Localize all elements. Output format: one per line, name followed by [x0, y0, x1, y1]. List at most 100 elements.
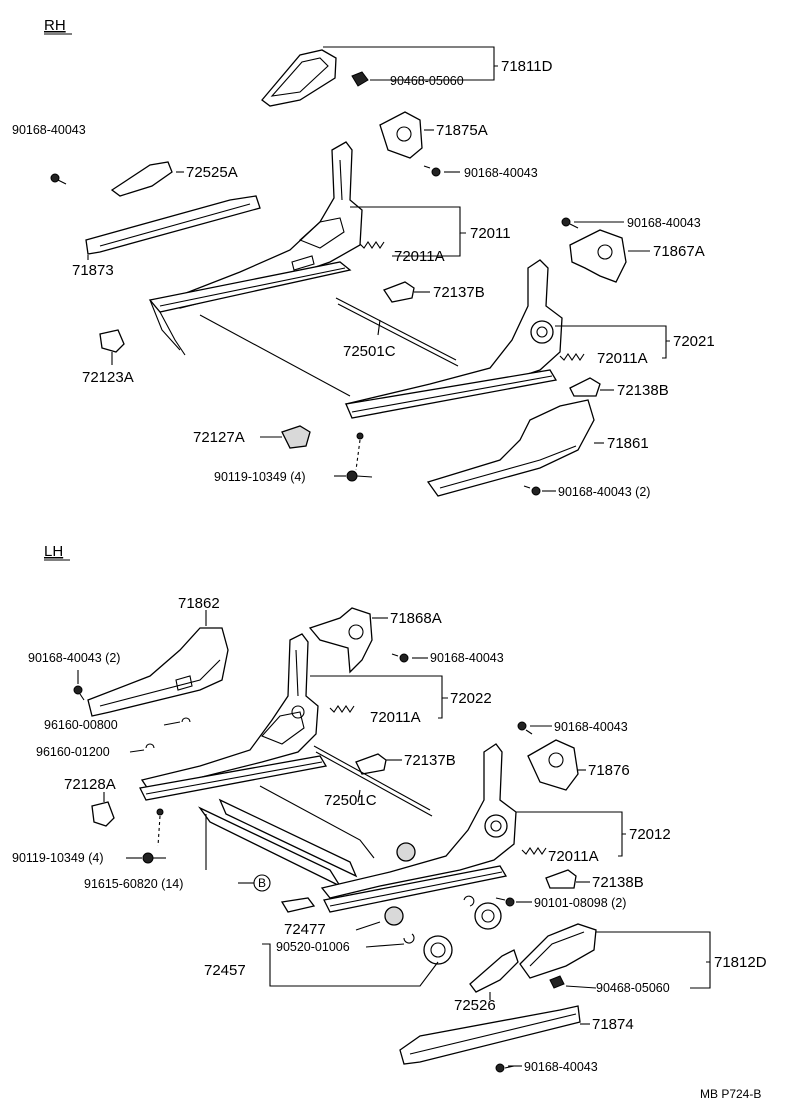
lh-bracket-71868A: [308, 607, 373, 674]
lh-bolt-icon: [73, 685, 85, 701]
rh-labels: 71811D 90468-05060 71875A 90168-40043 90…: [12, 58, 715, 499]
rh-bolt-icon: [561, 217, 579, 229]
lh-labels: 71862 71868A 90168-40043 (2) 90168-40043…: [12, 595, 767, 1074]
label-72022: 72022: [450, 690, 492, 707]
rh-bolt-icon: [523, 485, 541, 496]
label-72011: 72011: [470, 225, 511, 242]
label-72128A: 72128A: [64, 776, 116, 793]
lh-part-72477: [280, 897, 316, 913]
label-72138B: 72138B: [592, 874, 644, 891]
section-title-rh: RH: [44, 17, 66, 34]
label-72011A: 72011A: [597, 350, 648, 367]
label-72137B: 72137B: [404, 752, 456, 769]
rh-bolt-icon: [50, 173, 67, 185]
rh-bracket-71875A: [379, 111, 423, 159]
lh-gear-72457: [423, 935, 453, 965]
label-90520-01006: 90520-01006: [276, 940, 350, 954]
lh-adjuster-72022: [140, 633, 319, 793]
lh-clip-icon: [549, 975, 565, 989]
label-90168-40043: 90168-40043: [464, 166, 538, 180]
label-71874: 71874: [592, 1016, 634, 1033]
lh-bolt-icon: [495, 1063, 515, 1073]
rh-bolt-icon: [423, 165, 441, 177]
label-90168-40043: 90168-40043: [627, 216, 701, 230]
lh-knob-72128A: [91, 801, 115, 827]
rh-clip-72137B: [383, 281, 415, 303]
rh-spring-72011A: [359, 241, 385, 249]
label-90168-40043: 90168-40043: [12, 123, 86, 137]
label-71876: 71876: [588, 762, 630, 779]
label-90468-05060: 90468-05060: [596, 981, 670, 995]
label-90168-40043: 90168-40043: [554, 720, 628, 734]
label-72012: 72012: [629, 826, 671, 843]
label-71867A: 71867A: [653, 243, 705, 260]
label-72525A: 72525A: [186, 164, 238, 181]
lh-bolt-icon: [391, 653, 409, 663]
label-72477: 72477: [284, 921, 326, 938]
label-72127A: 72127A: [193, 429, 245, 446]
label-72011A: 72011A: [548, 848, 599, 865]
label-72137B: 72137B: [433, 284, 485, 301]
lh-clip-icon: [181, 717, 191, 723]
lh-bolt-icon: [495, 897, 515, 907]
rh-leader-lines: [87, 46, 670, 492]
lh-clip-72138B: [545, 869, 577, 889]
lh-rod-72501C: [313, 745, 431, 811]
label-72457: 72457: [204, 962, 246, 979]
label-72021: 72021: [673, 333, 715, 350]
rh-outer-cover-71861: [426, 399, 595, 497]
label-71868A: 71868A: [390, 610, 442, 627]
label-91615-60820: 91615-60820 (14): [84, 877, 183, 891]
label-72123A: 72123A: [82, 369, 134, 386]
label-90168-40043-2: 90168-40043 (2): [28, 651, 120, 665]
label-90468-05060: 90468-05060: [390, 74, 464, 88]
label-71873: 71873: [72, 262, 114, 279]
label-71875A: 71875A: [436, 122, 488, 139]
lh-seat-cover-71862: [87, 627, 229, 717]
lh-circlip-icon: [403, 933, 415, 944]
lh-bolt-icon: [142, 852, 166, 864]
rh-clip-72138B: [569, 377, 601, 397]
lh-bolt-icon: [517, 721, 533, 735]
label-72501C: 72501C: [343, 343, 396, 360]
lh-lever-72526: [469, 949, 519, 993]
label-71812D: 71812D: [714, 954, 767, 971]
label-90119-10349: 90119-10349 (4): [214, 470, 306, 484]
label-90119-10349: 90119-10349 (4): [12, 851, 104, 865]
rh-illustration: [50, 49, 627, 497]
label-71861: 71861: [607, 435, 649, 452]
label-72138B: 72138B: [617, 382, 669, 399]
lh-clip-icon: [145, 743, 155, 749]
label-71811D: 71811D: [501, 58, 553, 75]
label-90168-40043-2: 90168-40043 (2): [558, 485, 650, 499]
label-72501C: 72501C: [324, 792, 377, 809]
rh-seat-cover-71811D: [261, 49, 337, 107]
rh-bolt-icon: [346, 470, 373, 482]
rh-rod-72501C: [335, 297, 457, 361]
label-72011A: 72011A: [370, 709, 421, 726]
rh-knob-72123A: [99, 329, 125, 353]
callout-b-letter: B: [258, 876, 266, 890]
label-96160-01200: 96160-01200: [36, 745, 110, 759]
label-96160-00800: 96160-00800: [44, 718, 118, 732]
lh-bracket-71876: [527, 739, 579, 791]
rh-clip-icon: [351, 71, 369, 87]
section-title-lh: LH: [44, 543, 63, 560]
label-72526: 72526: [454, 997, 496, 1014]
label-90101-08098: 90101-08098 (2): [534, 896, 626, 910]
lh-illustration: B: [73, 607, 597, 1073]
rh-bracket-71867A: [569, 229, 627, 283]
label-72011A: 72011A: [394, 248, 445, 265]
rh-knob-72127A: [281, 425, 311, 449]
lh-seat-cover-71812D: [519, 923, 597, 979]
rh-lever-72525A: [110, 161, 173, 197]
label-71862: 71862: [178, 595, 220, 612]
label-90168-40043: 90168-40043: [430, 651, 504, 665]
lh-clip-72137B: [355, 753, 387, 775]
lh-gear-icon: [474, 902, 502, 930]
label-90168-40043: 90168-40043: [524, 1060, 598, 1074]
lh-spring-72011A: [329, 705, 355, 713]
diagram-reference: MB P724-B: [700, 1087, 761, 1101]
lh-adjuster-72012: [320, 743, 517, 899]
